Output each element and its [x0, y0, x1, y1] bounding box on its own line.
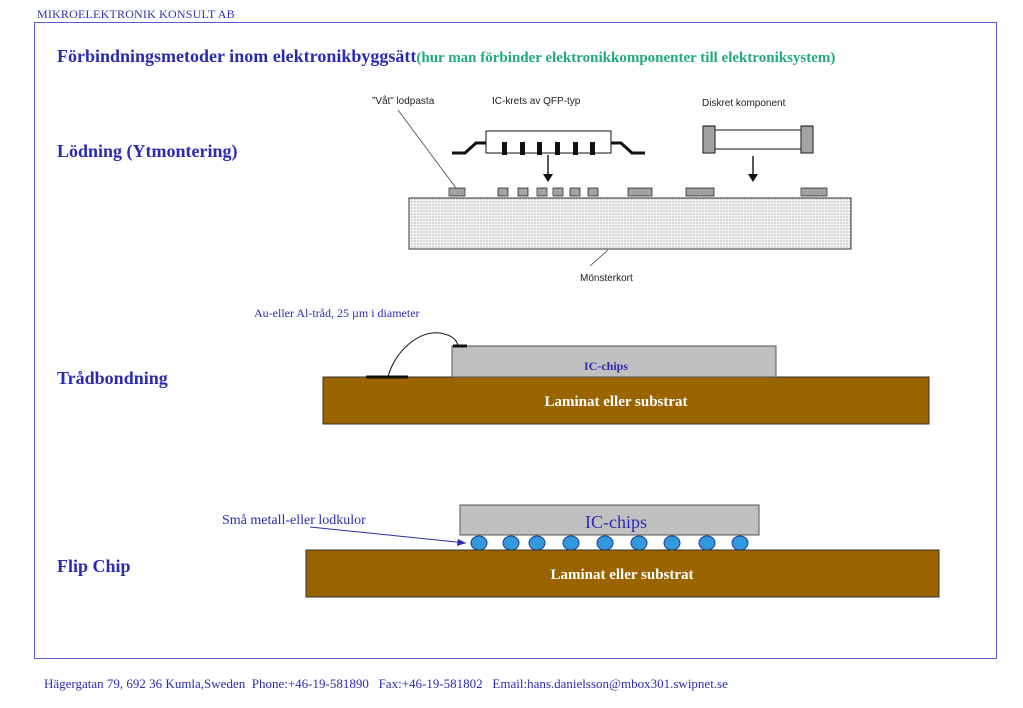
chip-wire	[451, 345, 777, 378]
solder-balls	[470, 535, 749, 551]
substrate-wire	[322, 376, 930, 425]
label-board: Mönsterkort	[580, 273, 633, 284]
title-sub: (hur man förbinder elektronikkomponenter…	[416, 50, 836, 66]
substrate-flip	[305, 549, 940, 598]
section-soldering: Lödning (Ytmontering)	[57, 141, 238, 161]
solder-pads	[448, 187, 828, 197]
substrate-label-flip: Laminat eller substrat	[550, 567, 693, 583]
wet-paste-pointer	[397, 109, 457, 189]
chip-label-wire: IC-chips	[584, 359, 628, 373]
discrete-component	[702, 125, 814, 182]
label-ic-qfp: IC-krets av QFP-typ	[492, 96, 581, 107]
label-discrete: Diskret komponent	[702, 98, 786, 109]
label-wet-paste: ”Våt” lodpasta	[372, 95, 435, 107]
section-wire-bonding: Trådbondning	[57, 368, 168, 388]
section-flip-chip: Flip Chip	[57, 556, 131, 576]
bond-wire	[387, 332, 459, 378]
company-name: MIKROELEKTRONIK KONSULT AB	[37, 7, 235, 21]
balls-pointer	[309, 526, 467, 544]
wire-bonding-diagram: Au-eller Al-tråd, 25 µm i diameter Lamin…	[254, 306, 930, 425]
label-wire: Au-eller Al-tråd, 25 µm i diameter	[254, 306, 420, 320]
pcb-board	[408, 197, 852, 250]
footer-contact: Hägergatan 79, 692 36 Kumla,Sweden Phone…	[44, 676, 728, 691]
balls-pointer-head	[457, 539, 466, 546]
qfp-ic	[452, 130, 645, 182]
title-main: Förbindningsmetoder inom elektronikbyggs…	[57, 46, 417, 66]
substrate-label-wire: Laminat eller substrat	[544, 394, 687, 410]
chip-label-flip: IC-chips	[585, 512, 647, 532]
slide-title: Förbindningsmetoder inom elektronikbyggs…	[57, 46, 917, 69]
label-balls: Små metall-eller lodkulor	[222, 513, 366, 528]
board-pointer	[589, 249, 609, 267]
chip-flip	[459, 504, 760, 536]
soldering-diagram: ”Våt” lodpasta IC-krets av QFP-typ Diskr…	[372, 95, 852, 284]
flip-chip-diagram: Små metall-eller lodkulor IC-chips Lamin…	[222, 504, 940, 598]
slide-frame	[34, 22, 997, 659]
